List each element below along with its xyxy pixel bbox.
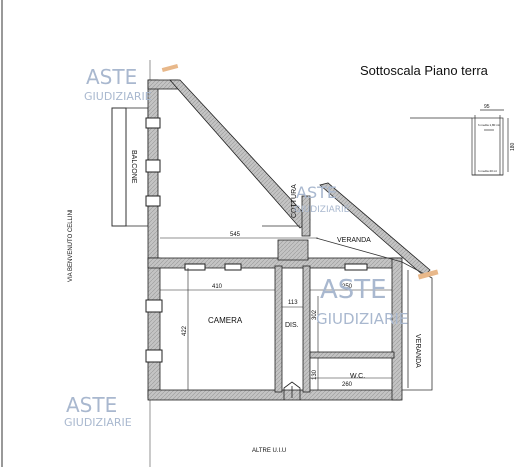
watermark-giudiziarie-3: GIUDIZIARIE xyxy=(316,310,408,328)
section-note-top: h media 1,80 mt xyxy=(478,123,500,127)
section-note-bottom: h media 20 mt xyxy=(478,169,497,173)
watermark-3: ASTE GIUDIZIARIE xyxy=(316,269,439,328)
watermark-aste-3: ASTE xyxy=(320,275,387,305)
dim-113: 113 xyxy=(288,300,298,306)
dim-130: 130 xyxy=(312,369,318,380)
wall-openings xyxy=(145,117,368,363)
dim-410: 410 xyxy=(212,284,223,290)
dim-250: 250 xyxy=(342,284,353,290)
room-label-veranda-top: VERANDA xyxy=(337,237,371,244)
balcony xyxy=(111,107,149,227)
watermark-1: ASTE GIUDIZIARIE xyxy=(84,63,179,103)
room-label-veranda-side: VERANDA xyxy=(414,334,421,368)
plan-title: Sottoscala Piano terra xyxy=(360,63,488,78)
walls xyxy=(147,79,431,401)
room-label-cottura: COTTURA xyxy=(291,184,298,218)
street-label-via: VIA BENVENUTO CELLINI xyxy=(68,209,74,282)
entrance-arrow xyxy=(283,381,301,400)
street-label-altre: ALTRE U.I.U xyxy=(252,448,286,454)
dim-180: 180 xyxy=(510,142,516,151)
dim-95: 95 xyxy=(484,104,490,110)
room-label-dis: DIS. xyxy=(285,322,299,329)
dimension-lines xyxy=(160,237,392,390)
watermark-giudiziarie-1: GIUDIZIARIE xyxy=(84,90,152,103)
watermark-aste-1: ASTE xyxy=(86,65,137,89)
room-label-balcone: BALCONE xyxy=(130,150,137,184)
dim-545: 545 xyxy=(230,232,241,238)
dim-422: 422 xyxy=(182,325,188,336)
veranda xyxy=(262,225,433,391)
room-label-camera: CAMERA xyxy=(208,316,243,325)
watermark-giudiziarie-4: GIUDIZIARIE xyxy=(64,416,132,429)
watermark-aste-4: ASTE xyxy=(66,393,117,417)
watermark-2: ASTE GIUDIZIARIE xyxy=(294,183,350,215)
dim-302: 302 xyxy=(312,309,318,320)
section-detail xyxy=(410,109,509,176)
room-label-wc: W.C. xyxy=(350,373,365,380)
watermark-giudiziarie-2: GIUDIZIARIE xyxy=(294,205,350,215)
watermark-aste-2: ASTE xyxy=(296,183,337,202)
dim-260: 260 xyxy=(342,382,353,388)
watermark-4: ASTE GIUDIZIARIE xyxy=(64,393,132,429)
